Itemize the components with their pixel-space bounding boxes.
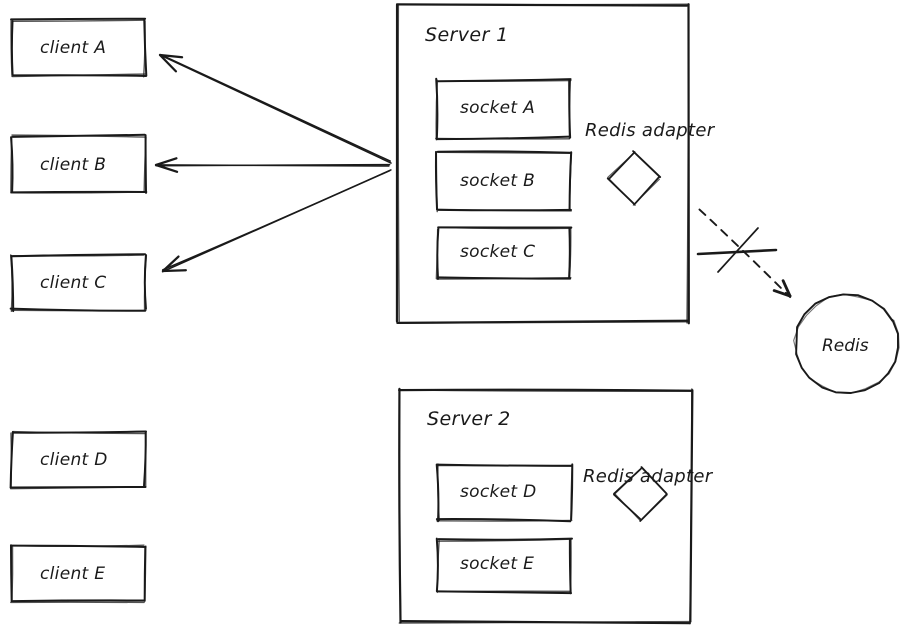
socket-a-label: socket A <box>460 98 536 118</box>
client-box-0 <box>10 17 148 78</box>
socket-d-label: socket D <box>460 482 537 502</box>
server1-to-client-b <box>154 157 391 173</box>
client-box-3 <box>9 430 147 490</box>
blocked-cross-icon <box>696 227 778 273</box>
socket-box-0-1 <box>434 150 573 213</box>
server-2-redis-adapter-label: Redis adapter <box>583 466 713 487</box>
redis-adapter-diamond-1 <box>613 466 668 522</box>
socket-box-1-1 <box>435 537 573 595</box>
redis-adapter-diamond-0 <box>606 150 662 206</box>
socket-b-label: socket B <box>460 171 536 191</box>
server-1-redis-adapter-label: Redis adapter <box>585 120 715 141</box>
socket-box-0-2 <box>435 226 573 280</box>
client-b-label: client B <box>40 155 107 175</box>
client-box-4 <box>9 544 147 604</box>
server-1-title: Server 1 <box>425 24 509 46</box>
redis-circle <box>793 293 900 394</box>
server-box-0 <box>395 3 690 325</box>
server1-to-client-c <box>161 169 392 273</box>
client-d-label: client D <box>40 450 108 470</box>
client-box-1 <box>10 133 148 194</box>
socket-box-0-0 <box>435 77 572 141</box>
server1-to-client-a <box>158 53 392 164</box>
socket-c-label: socket C <box>460 242 536 262</box>
client-e-label: client E <box>40 564 106 584</box>
client-c-label: client C <box>40 273 107 293</box>
client-box-2 <box>9 253 148 313</box>
client-a-label: client A <box>40 38 107 58</box>
server-2-title: Server 2 <box>427 408 511 430</box>
server-box-1 <box>398 387 694 625</box>
redis-label: Redis <box>822 336 869 356</box>
socket-e-label: socket E <box>460 554 535 574</box>
socket-box-1-0 <box>435 463 574 523</box>
